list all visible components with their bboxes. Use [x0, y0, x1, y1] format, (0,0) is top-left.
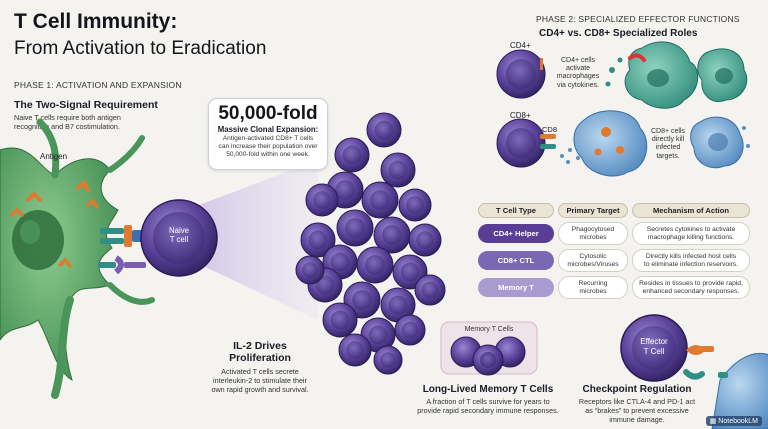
- tcr-mhc-receptors: [98, 225, 146, 275]
- brand-icon: ▦: [709, 418, 719, 425]
- proliferating-cell-cluster: [295, 112, 446, 375]
- memory-cells-illustration: [440, 321, 538, 376]
- phase1-label: PHASE 1: ACTIVATION AND EXPANSION: [14, 80, 182, 90]
- expansion-callout: 50,000-fold Massive Clonal Expansion: An…: [208, 98, 328, 170]
- row-type-cd8-ctl: CD8+ CTL: [478, 251, 554, 270]
- il2-heading-line1: IL-2 Drives: [233, 340, 287, 352]
- cd4-label: CD4+: [510, 41, 531, 50]
- memory-body: A fraction of T cells survive for years …: [417, 397, 559, 415]
- cd8-description: CD8+ cells directly kill infected target…: [650, 128, 686, 160]
- cd4-description: CD4+ cells activate macrophages via cyto…: [556, 57, 600, 89]
- memory-section: Long-Lived Memory T Cells A fraction of …: [408, 384, 568, 415]
- naive-t-cell-label: Naive T cell: [169, 226, 189, 244]
- expansion-cone: [186, 160, 318, 320]
- cd8-label: CD8+: [510, 111, 531, 120]
- two-signal-body: Naive T cells require both antigen recog…: [14, 113, 121, 131]
- expansion-number: 50,000-fold: [218, 103, 318, 124]
- table-header-type: T Cell Type: [478, 203, 554, 218]
- checkpoint-heading: Checkpoint Regulation: [582, 384, 692, 395]
- expansion-heading: Massive Clonal Expansion:: [217, 125, 319, 134]
- table-header-mechanism: Mechanism of Action: [632, 203, 750, 218]
- il2-body: Activated T cells secrete interleukin-2 …: [211, 367, 309, 394]
- naive-t-cell: [140, 199, 218, 277]
- page-subtitle: From Activation to Eradication: [14, 38, 267, 59]
- brand-badge: ▦ NotebookLM: [705, 416, 762, 426]
- row-type-memory-t: Memory T: [478, 278, 554, 297]
- cd8-interaction: [496, 110, 750, 177]
- checkpoint-body: Receptors like CTLA-4 and PD-1 act as “b…: [578, 397, 696, 424]
- expansion-body: Antigen-activated CD8+ T cells can incre…: [218, 135, 318, 158]
- row-type-cd4-helper: CD4+ Helper: [478, 224, 554, 243]
- page-title: T Cell Immunity:: [14, 10, 178, 33]
- dendritic-cell-illustration: [0, 118, 155, 399]
- table-header-target: Primary Target: [558, 203, 628, 218]
- phase2-label: PHASE 2: SPECIALIZED EFFECTOR FUNCTIONS: [536, 14, 740, 24]
- antigen-label: Antigen: [40, 152, 68, 161]
- effector-t-cell-label: Effector T Cell: [640, 337, 668, 356]
- cd8-inner-label: CD8: [542, 125, 558, 134]
- two-signal-heading: The Two-Signal Requirement: [14, 99, 158, 111]
- row-mechanism-memory: Resides in tissues to provide rapid,enha…: [632, 276, 750, 299]
- cd4-interaction: [496, 41, 748, 109]
- memory-box-label: Memory T Cells: [464, 326, 514, 333]
- checkpoint-section: Checkpoint Regulation Receptors like CTL…: [572, 384, 702, 424]
- memory-heading: Long-Lived Memory T Cells: [422, 384, 554, 395]
- il2-section: IL-2 Drives Proliferation Activated T ce…: [200, 340, 320, 394]
- il2-heading-line2: Proliferation: [229, 352, 291, 364]
- effector-t-cell-illustration: [620, 314, 768, 429]
- phase2-heading: CD4+ vs. CD8+ Specialized Roles: [539, 28, 698, 39]
